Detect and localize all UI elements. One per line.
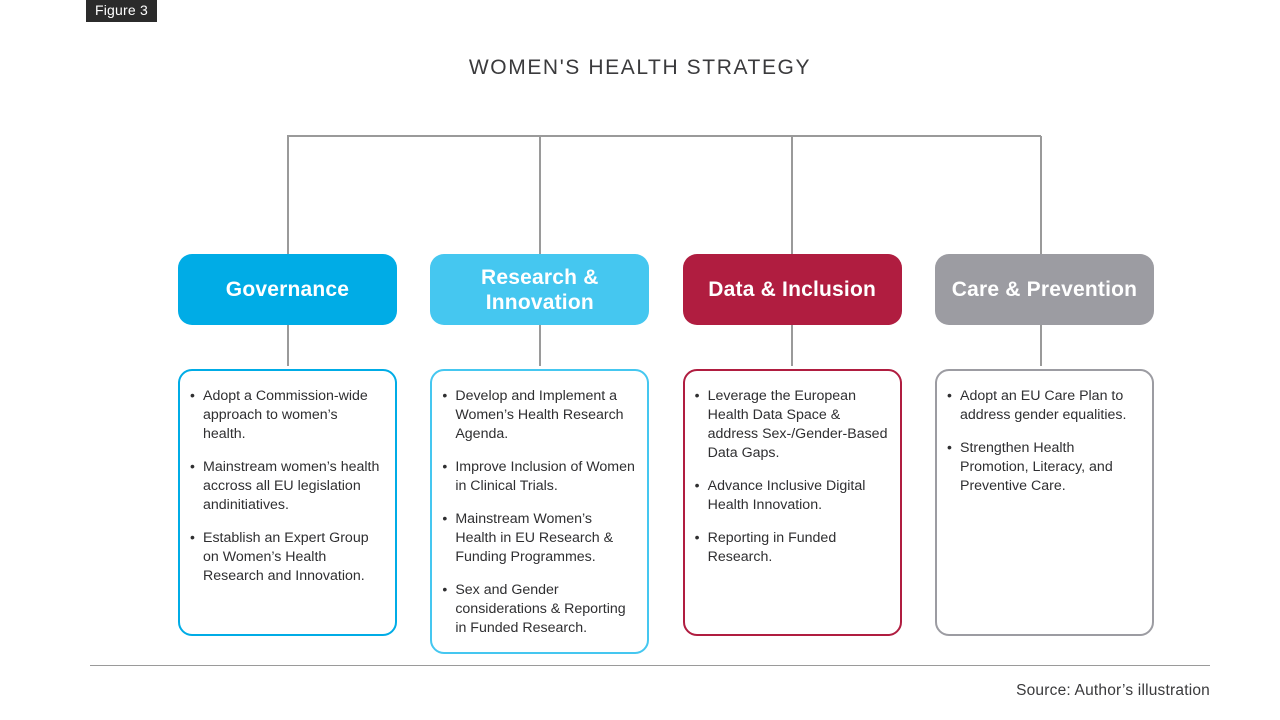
list-item: Sex and Gender considerations & Reportin… xyxy=(440,580,635,638)
list-item: Improve Inclusion of Women in Clinical T… xyxy=(440,457,635,496)
list-item: Establish an Expert Group on Women’s Hea… xyxy=(188,528,383,586)
column-header-research-innovation[interactable]: Research & Innovation xyxy=(430,254,650,325)
column-research-innovation: Research & Innovation Develop and Implem… xyxy=(430,254,650,654)
figure-badge: Figure 3 xyxy=(86,0,157,22)
bullet-list-research-innovation: Develop and Implement a Women’s Health R… xyxy=(440,386,635,638)
column-data-inclusion: Data & Inclusion Leverage the European H… xyxy=(682,254,902,636)
list-item: Leverage the European Health Data Space … xyxy=(693,386,888,463)
bullet-list-data-inclusion: Leverage the European Health Data Space … xyxy=(693,386,888,567)
list-item: Adopt a Commission-wide approach to wome… xyxy=(188,386,383,444)
column-body-research-innovation: Develop and Implement a Women’s Health R… xyxy=(430,369,650,654)
bullet-list-governance: Adopt a Commission-wide approach to wome… xyxy=(188,386,383,586)
list-item: Mainstream Women’s Health in EU Research… xyxy=(440,509,635,567)
column-header-data-inclusion[interactable]: Data & Inclusion xyxy=(682,254,902,325)
list-item: Strengthen Health Promotion, Literacy, a… xyxy=(945,438,1140,496)
column-body-care-prevention: Adopt an EU Care Plan to address gender … xyxy=(934,369,1154,636)
column-care-prevention: Care & Prevention Adopt an EU Care Plan … xyxy=(934,254,1154,636)
source-note: Source: Author’s illustration xyxy=(1016,682,1210,699)
column-governance: Governance Adopt a Commission-wide appro… xyxy=(178,254,397,636)
strategy-columns: Governance Adopt a Commission-wide appro… xyxy=(178,254,1154,654)
footer-divider xyxy=(90,665,1210,666)
column-body-governance: Adopt a Commission-wide approach to wome… xyxy=(178,369,397,636)
list-item: Advance Inclusive Digital Health Innovat… xyxy=(693,476,888,515)
list-item: Adopt an EU Care Plan to address gender … xyxy=(945,386,1140,425)
column-header-care-prevention[interactable]: Care & Prevention xyxy=(934,254,1154,325)
list-item: Develop and Implement a Women’s Health R… xyxy=(440,386,635,444)
column-body-data-inclusion: Leverage the European Health Data Space … xyxy=(682,369,902,636)
list-item: Mainstream women’s health accross all EU… xyxy=(188,457,383,515)
column-header-governance[interactable]: Governance xyxy=(178,254,397,325)
list-item: Reporting in Funded Research. xyxy=(693,528,888,567)
bullet-list-care-prevention: Adopt an EU Care Plan to address gender … xyxy=(945,386,1140,496)
page-title: WOMEN'S HEALTH STRATEGY xyxy=(468,56,812,79)
